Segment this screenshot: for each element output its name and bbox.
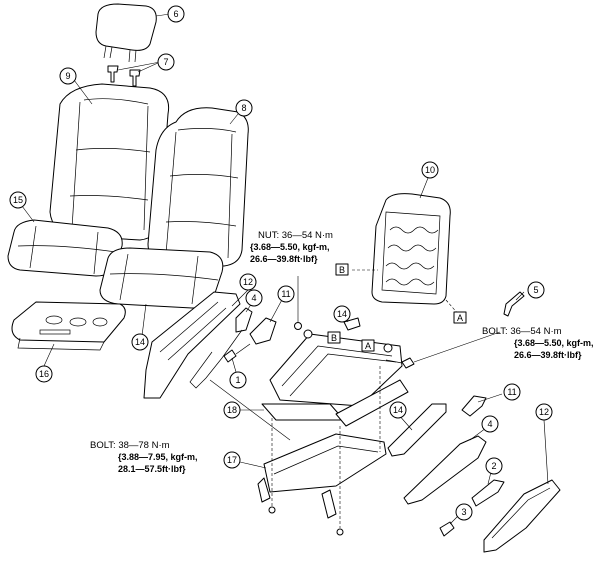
callout-14-cushion: 14	[131, 333, 149, 351]
callout-5: 5	[527, 281, 545, 299]
callout-6: 6	[167, 5, 185, 23]
svg-text:14: 14	[393, 405, 403, 415]
bracket-right	[461, 395, 487, 417]
headrest	[95, 3, 157, 63]
torque-bolt-left-line1: BOLT: 38—78 N·m	[90, 440, 170, 451]
bolt-1	[223, 343, 251, 363]
callout-17: 17	[223, 451, 241, 469]
svg-text:14: 14	[337, 309, 347, 319]
torque-bolt-left-line2: {3.88—7.95, kgf-m,	[118, 452, 198, 462]
headrest-guides	[107, 65, 141, 87]
seatback-frame	[352, 193, 461, 317]
torque-bolt-right-line2: {3.68—5.50, kgf-m,	[514, 338, 594, 348]
cushion-pan	[11, 301, 126, 351]
svg-text:11: 11	[281, 289, 290, 299]
svg-text:15: 15	[13, 195, 23, 205]
small-pad	[343, 317, 361, 331]
letter-a-frame: A	[453, 311, 467, 324]
svg-text:A: A	[365, 341, 371, 351]
callout-14-pad: 14	[333, 305, 351, 323]
belt-buckle-left	[189, 307, 253, 389]
side-cover-right	[483, 479, 561, 553]
svg-text:7: 7	[163, 57, 168, 67]
belt-buckle-right	[403, 435, 487, 505]
cushion-trim-strip	[387, 403, 447, 457]
torque-nut-line2: {3.68—5.50, kgf-m,	[250, 242, 330, 252]
reference-letters: B A B A	[327, 263, 467, 352]
svg-text:5: 5	[533, 285, 538, 295]
callout-7: 7	[157, 53, 175, 71]
torque-bolt-left: BOLT: 38—78 N·m {3.88—7.95, kgf-m, 28.1—…	[90, 440, 198, 474]
callout-14-strip: 14	[389, 401, 407, 419]
svg-text:14: 14	[135, 337, 145, 347]
svg-text:16: 16	[39, 369, 49, 379]
callouts: 1 2 3 4 4 5 6 7 8 9 10 11 11 12 12 14 14…	[9, 5, 553, 521]
torque-bolt-right-line3: 26.6—39.8ft·lbf}	[514, 350, 582, 360]
callout-2: 2	[485, 457, 503, 475]
callout-8: 8	[235, 99, 253, 117]
svg-text:11: 11	[507, 387, 516, 397]
recline-lever	[503, 291, 525, 317]
callout-12-left: 12	[239, 273, 257, 291]
callout-15: 15	[9, 191, 27, 209]
svg-text:B: B	[331, 333, 337, 343]
svg-text:2: 2	[491, 461, 496, 471]
letter-a-track: A	[361, 339, 375, 352]
screw-3	[439, 521, 455, 537]
svg-text:B: B	[339, 265, 345, 275]
svg-text:8: 8	[241, 103, 246, 113]
nut	[294, 276, 302, 330]
svg-text:1: 1	[235, 375, 240, 385]
torque-bolt-left-line3: 28.1—57.5ft·lbf}	[118, 464, 186, 474]
svg-text:A: A	[457, 313, 463, 323]
svg-text:4: 4	[487, 419, 492, 429]
callout-11-left: 11	[277, 285, 295, 303]
svg-text:17: 17	[227, 455, 237, 465]
callout-10: 10	[421, 161, 439, 179]
callout-18: 18	[223, 401, 241, 419]
letter-b-track: B	[327, 331, 341, 344]
torque-bolt-right-line1: BOLT: 36—54 N·m	[482, 326, 562, 337]
svg-text:18: 18	[227, 405, 237, 415]
side-cover-left	[143, 291, 241, 399]
lower-rail	[257, 366, 387, 536]
seatback-trim	[147, 107, 249, 267]
letter-b-frame: B	[335, 263, 349, 276]
callout-9: 9	[59, 67, 77, 85]
torque-nut-line3: 26.6—39.8ft·lbf}	[250, 254, 318, 264]
callout-11-right: 11	[503, 383, 521, 401]
bolt-right	[385, 357, 415, 369]
svg-text:6: 6	[173, 9, 178, 19]
callout-4-left: 4	[245, 289, 263, 307]
buckle-cover	[471, 479, 505, 507]
svg-text:12: 12	[243, 277, 253, 287]
svg-text:12: 12	[539, 407, 549, 417]
bracket-left	[249, 317, 277, 345]
torque-bolt-right: BOLT: 36—54 N·m {3.68—5.50, kgf-m, 26.6—…	[482, 326, 594, 360]
callout-4-right: 4	[481, 415, 499, 433]
svg-text:4: 4	[251, 293, 256, 303]
svg-text:3: 3	[461, 507, 466, 517]
torque-nut-line1: NUT: 36—54 N·m	[258, 230, 333, 241]
callout-1: 1	[229, 371, 247, 389]
svg-text:10: 10	[425, 165, 435, 175]
torque-nut: NUT: 36—54 N·m {3.68—5.50, kgf-m, 26.6—3…	[250, 230, 333, 264]
callout-16: 16	[35, 365, 53, 383]
seat-track-assembly	[261, 329, 409, 427]
callout-3: 3	[455, 503, 473, 521]
svg-text:9: 9	[65, 71, 70, 81]
cushion-trim	[99, 247, 224, 309]
callout-12-right: 12	[535, 403, 553, 421]
